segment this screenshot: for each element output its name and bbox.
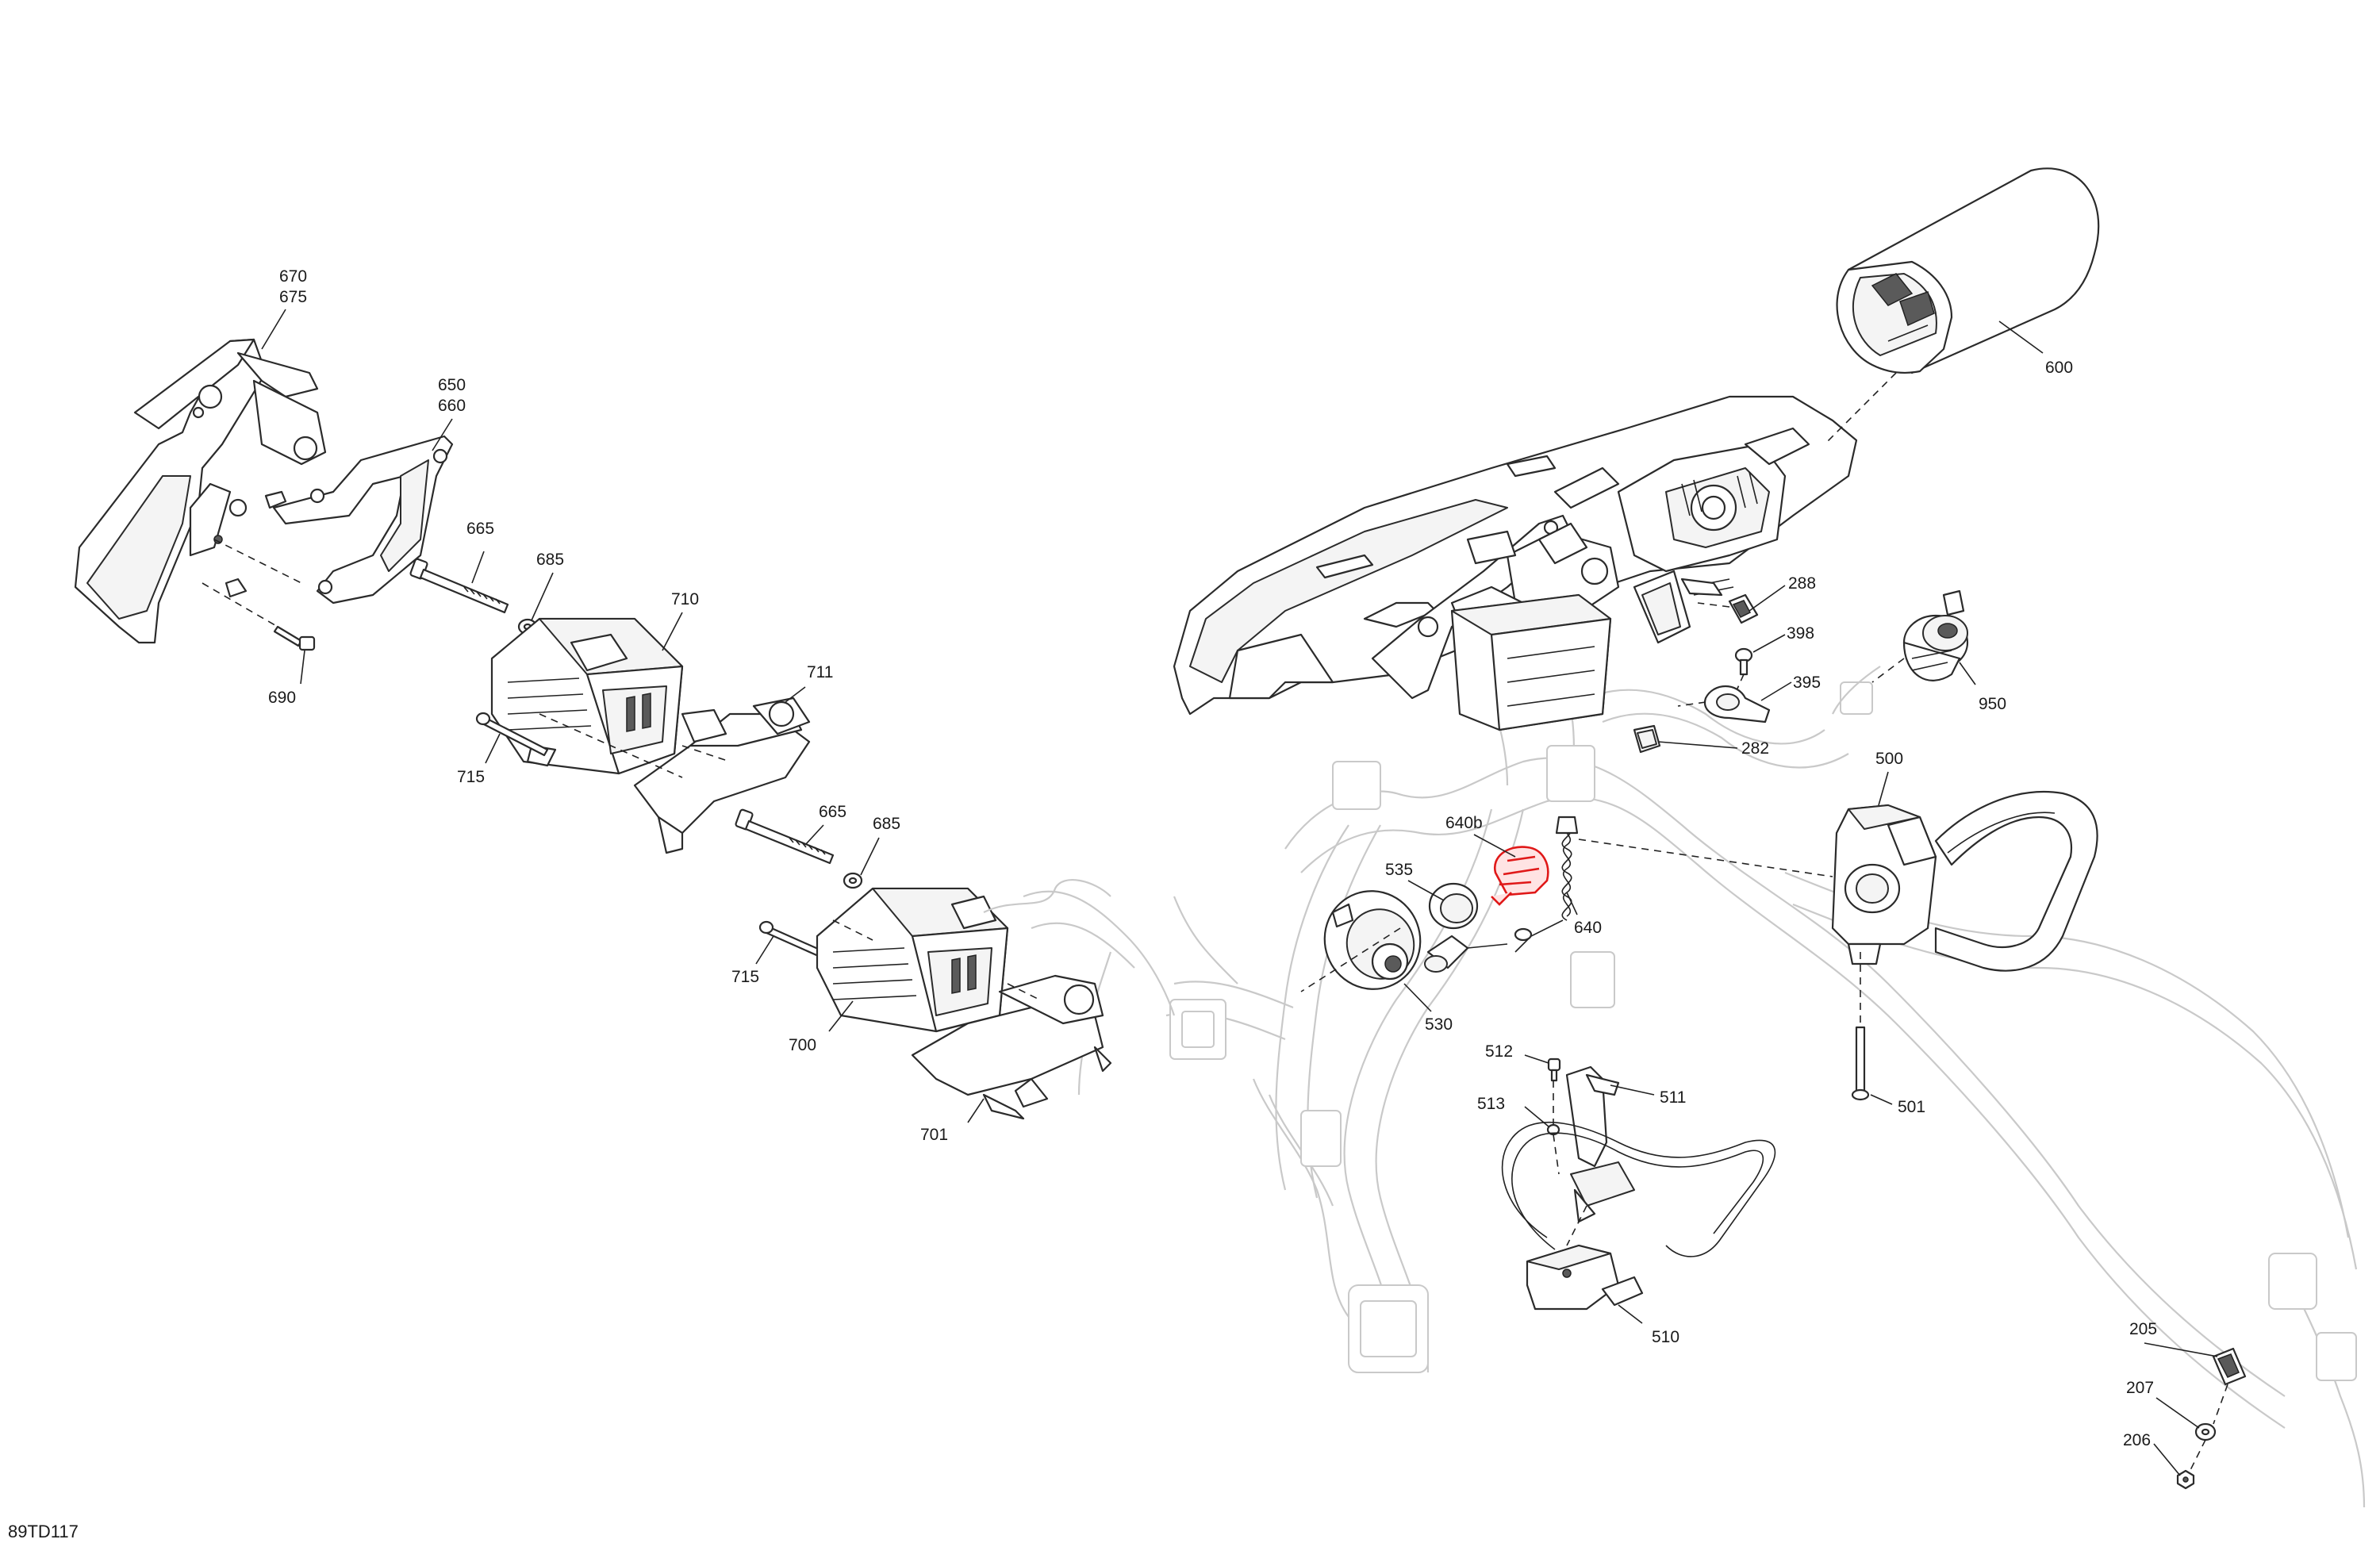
callout-690: 690	[268, 689, 296, 707]
part-950-socket	[1832, 589, 1969, 715]
part-640b-highlighted	[1491, 846, 1549, 906]
callout-715-a: 715	[457, 768, 485, 786]
part-512-screw	[1547, 1057, 1561, 1082]
part-501-screw	[1851, 1026, 1870, 1101]
part-600-gauge	[1836, 167, 2100, 374]
callout-711: 711	[807, 663, 833, 681]
part-700-control-module	[816, 879, 1111, 1033]
part-535-ring	[1428, 882, 1479, 930]
callout-665-a: 665	[466, 520, 494, 538]
callout-670: 670	[279, 267, 307, 286]
callout-660: 660	[438, 397, 466, 415]
part-715-bolt-a	[475, 712, 549, 757]
callout-205: 205	[2129, 1320, 2157, 1338]
callout-513: 513	[1477, 1095, 1505, 1113]
part-510-unit	[1501, 1121, 1776, 1311]
part-685-washer-b	[843, 872, 863, 889]
callout-600: 600	[2045, 359, 2073, 377]
part-530-key-switch	[1323, 890, 1422, 990]
callout-700: 700	[789, 1036, 816, 1054]
callout-530: 530	[1425, 1015, 1453, 1034]
part-665-bolt-b	[735, 808, 835, 865]
part-511-bracket	[1565, 1065, 1635, 1223]
callout-675: 675	[279, 288, 307, 306]
callout-685-b: 685	[873, 815, 900, 833]
part-640-tether-cord	[1424, 816, 1579, 973]
callout-207: 207	[2126, 1379, 2154, 1397]
part-207-washer	[2194, 1422, 2217, 1441]
part-dash-frame	[1173, 395, 1858, 731]
part-690-screw	[273, 625, 316, 651]
callout-512: 512	[1485, 1042, 1513, 1061]
callout-labels: 670 675 650 660 665 685 690 710 711 715 …	[268, 267, 2157, 1449]
reference-code: 89TD117	[8, 1522, 79, 1541]
part-282-block	[1633, 724, 1661, 754]
part-710-control-module	[490, 617, 684, 775]
part-500-switch	[1831, 790, 2098, 972]
callout-535: 535	[1385, 861, 1413, 879]
callout-650: 650	[438, 376, 466, 394]
part-395-clamp	[1703, 685, 1771, 724]
callout-511: 511	[1660, 1088, 1686, 1107]
assembly-dashed-lines	[202, 372, 2228, 1472]
callout-950: 950	[1979, 695, 2006, 713]
callout-665-b: 665	[819, 803, 846, 821]
part-715-bolt-b	[758, 920, 827, 959]
callout-701: 701	[920, 1126, 948, 1144]
part-665-bolt-a	[409, 558, 509, 614]
callout-288: 288	[1788, 574, 1816, 593]
callout-510: 510	[1652, 1328, 1679, 1346]
callout-206: 206	[2123, 1431, 2151, 1449]
callout-501: 501	[1898, 1098, 1925, 1116]
callout-395: 395	[1793, 674, 1821, 692]
leader-lines	[261, 309, 2218, 1476]
part-711-bracket	[633, 697, 811, 854]
callout-500: 500	[1875, 750, 1903, 768]
callout-282: 282	[1741, 739, 1769, 758]
part-398-screw	[1734, 647, 1753, 676]
callout-685-a: 685	[536, 551, 564, 569]
callout-640b: 640b	[1445, 814, 1483, 832]
callout-398: 398	[1787, 624, 1814, 643]
part-670-mount-housing	[74, 338, 327, 644]
callout-640: 640	[1574, 919, 1602, 937]
part-205-clip	[2212, 1347, 2247, 1386]
callout-710: 710	[671, 590, 699, 608]
part-701-bracket	[911, 974, 1112, 1120]
part-288-clip	[1728, 593, 1759, 624]
wiring-harness-ghost	[1023, 650, 2366, 1508]
part-650-bracket	[225, 435, 454, 605]
part-206-nut	[2176, 1469, 2195, 1490]
callout-715-b: 715	[731, 968, 759, 986]
